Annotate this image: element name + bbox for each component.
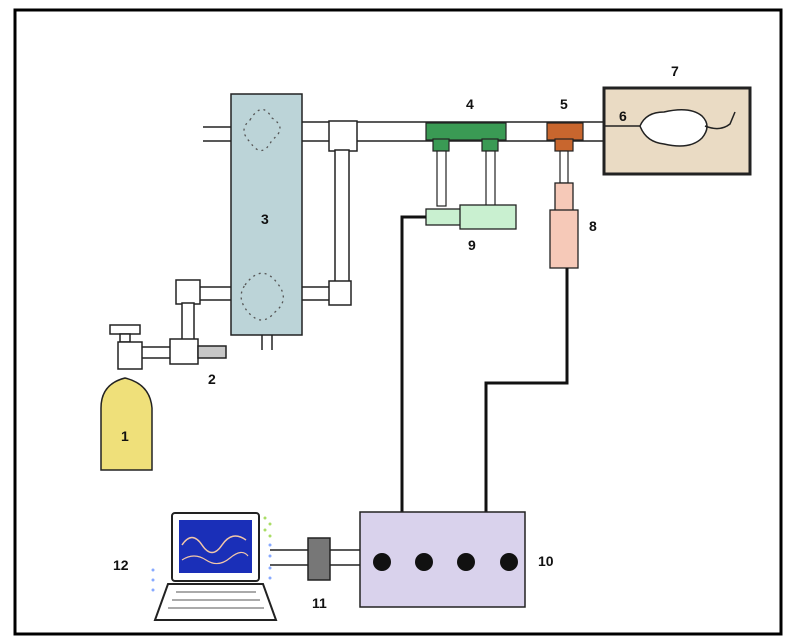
label-12: 12 [113,557,129,573]
vaporizer [230,93,303,350]
label-9: 9 [468,237,476,253]
animal-chamber [602,86,752,176]
label-4: 4 [466,96,474,112]
pressure-transducer [549,182,579,269]
label-11: 11 [312,595,327,611]
sensor-junction [425,122,507,207]
label-1: 1 [121,428,129,444]
signal-cables [400,215,569,512]
gas-cylinder [100,324,153,471]
label-8: 8 [589,218,597,234]
label-6: 6 [619,108,627,124]
label-7: 7 [671,63,679,79]
bypass-line [302,120,358,306]
flow-transducer [425,204,517,230]
label-3: 3 [261,211,269,227]
label-2: 2 [208,371,216,387]
label-5: 5 [560,96,568,112]
amplifier [359,511,526,608]
computer [151,512,278,621]
label-10: 10 [538,553,554,569]
converter [270,537,360,581]
regulator-fittings [142,279,231,365]
